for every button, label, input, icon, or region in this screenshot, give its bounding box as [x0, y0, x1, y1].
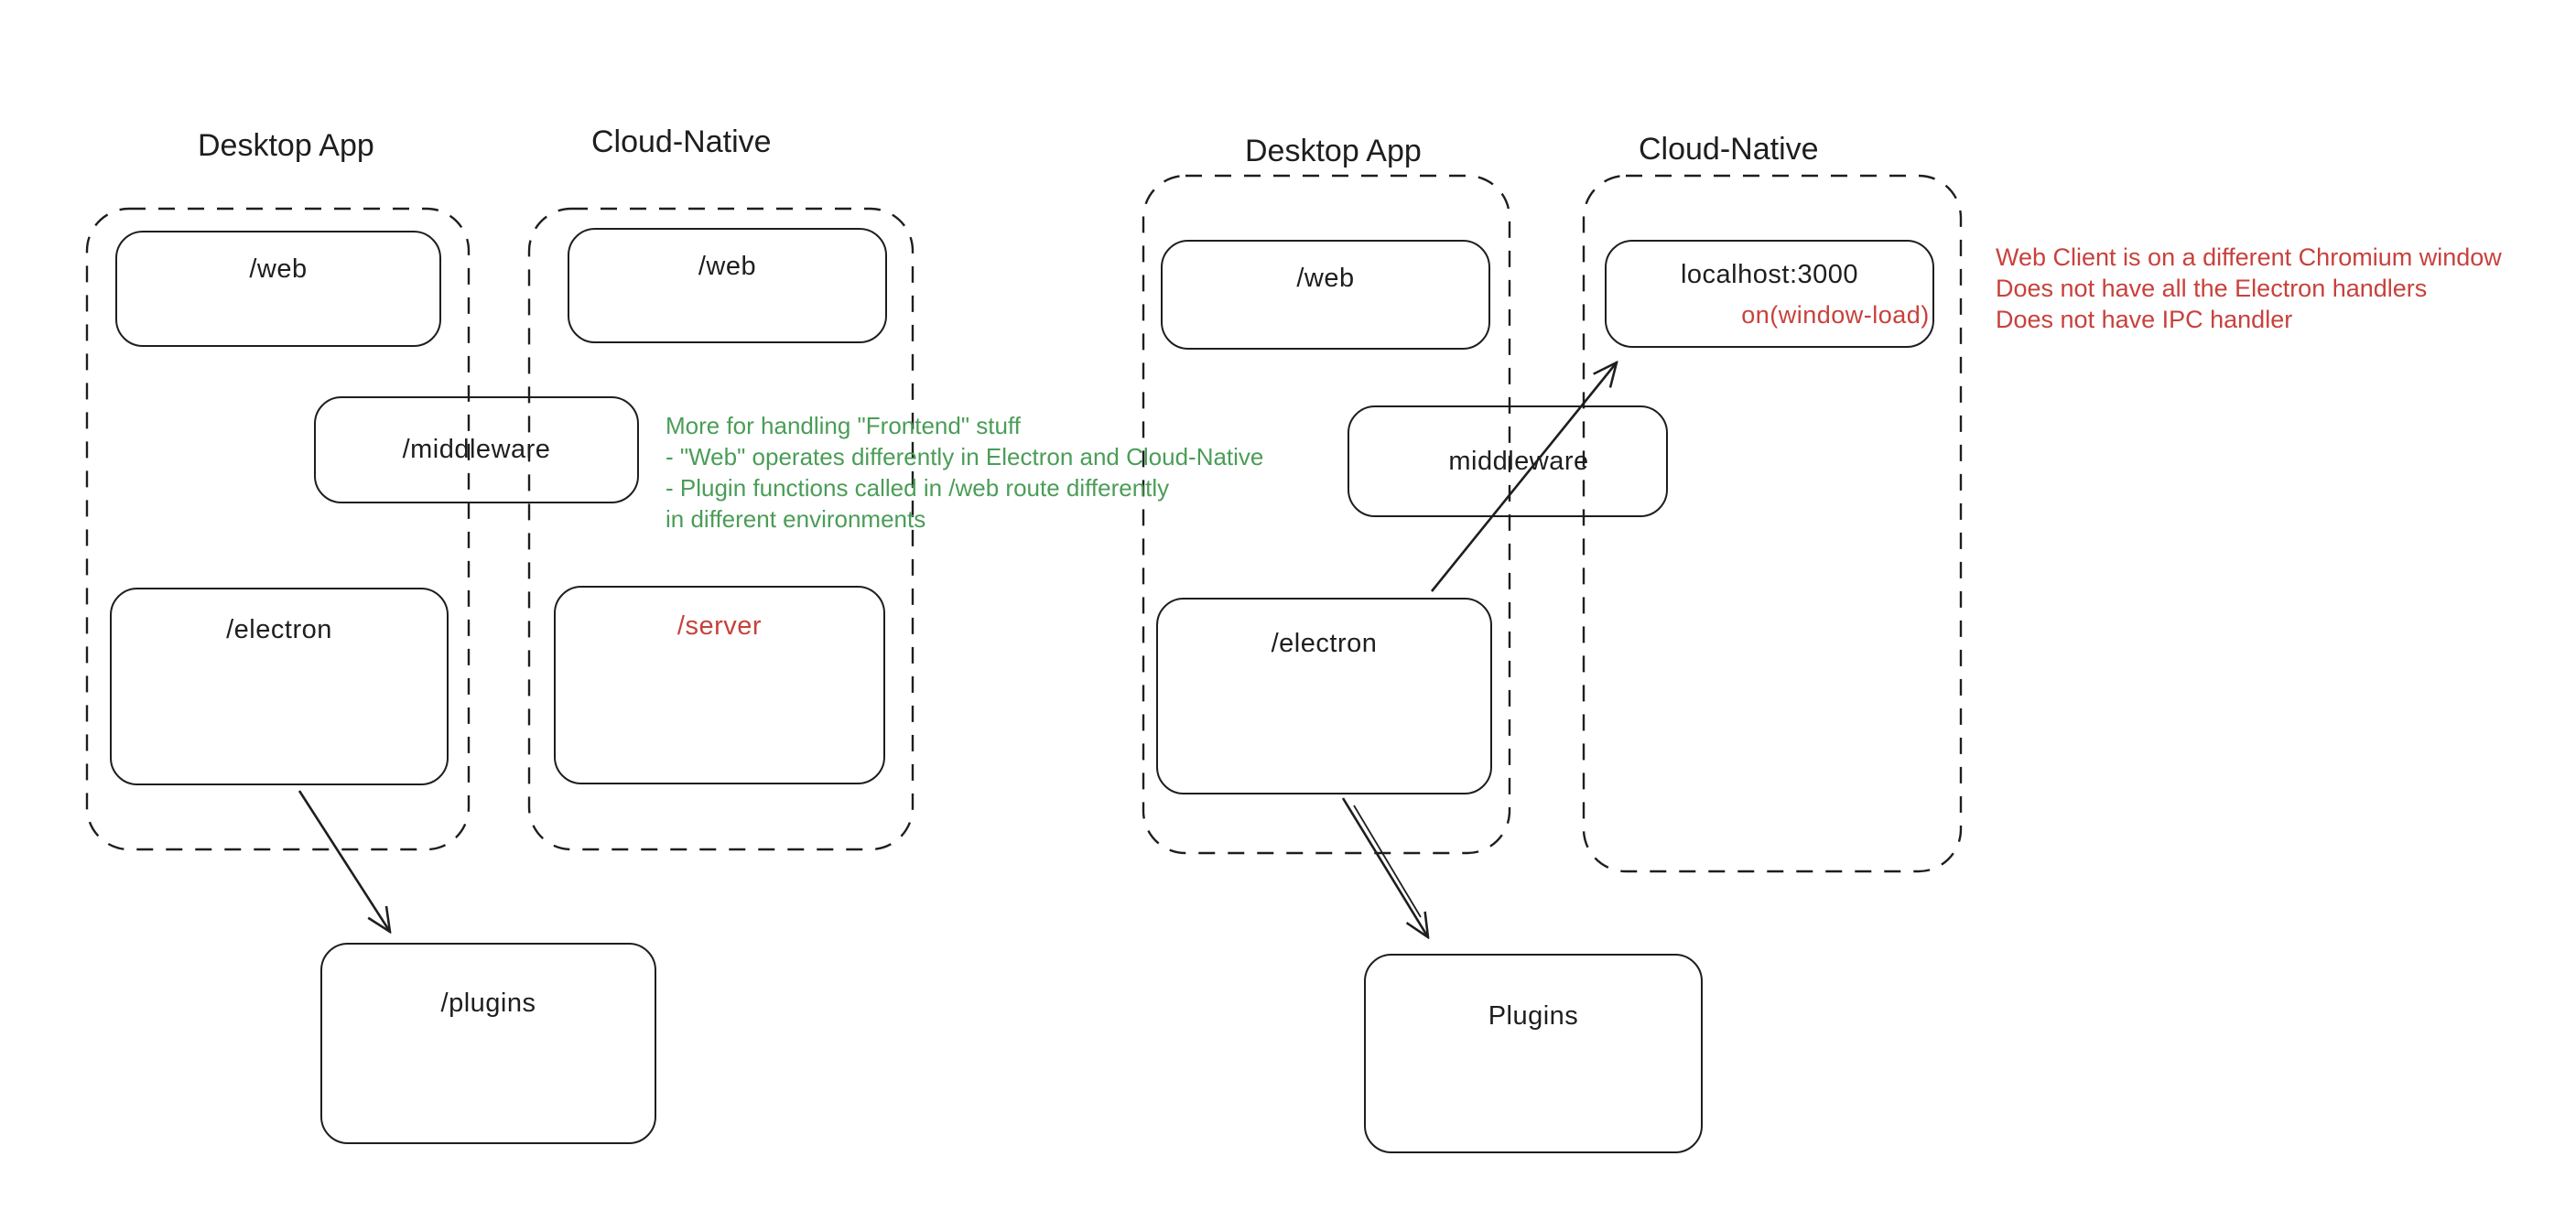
right-localhost-box: localhost:3000 on(window-load)	[1605, 240, 1934, 348]
left-web-cloud-label: /web	[698, 252, 757, 281]
right-localhost-label: localhost:3000	[1680, 260, 1859, 289]
red-note-line-1: Web Client is on a different Chromium wi…	[1996, 243, 2502, 271]
right-middleware-box: middleware	[1348, 405, 1668, 517]
left-cloud-native-title: Cloud-Native	[591, 124, 772, 159]
left-desktop-app-container	[85, 207, 471, 851]
left-electron-label: /electron	[226, 615, 332, 644]
green-note-line-1: More for handling "Frontend" stuff	[666, 412, 1021, 439]
right-plugins-label: Plugins	[1488, 1001, 1579, 1031]
left-web-cloud-box: /web	[568, 228, 887, 343]
left-server-label: /server	[676, 611, 763, 641]
red-note-line-3: Does not have IPC handler	[1996, 306, 2293, 333]
left-web-desktop-box: /web	[115, 231, 441, 347]
left-plugins-label: /plugins	[440, 989, 536, 1018]
green-note-line-2: - "Web" operates differently in Electron…	[666, 443, 1264, 470]
right-cloud-native-title: Cloud-Native	[1639, 132, 1819, 167]
right-desktop-app-title: Desktop App	[1245, 134, 1422, 168]
red-note-line-2: Does not have all the Electron handlers	[1996, 275, 2428, 302]
left-web-desktop-label: /web	[249, 254, 308, 284]
right-middleware-label: middleware	[1448, 446, 1589, 476]
left-middleware-box: /middleware	[314, 396, 639, 503]
left-plugins-box: /plugins	[320, 943, 656, 1144]
right-window-load-label: on(window-load)	[1741, 301, 1930, 329]
right-web-box: /web	[1161, 240, 1490, 350]
left-cloud-native-container	[527, 207, 915, 851]
left-middleware-label: /middleware	[402, 435, 551, 464]
left-server-box: /server	[554, 586, 885, 784]
right-electron-box: /electron	[1156, 598, 1492, 794]
right-electron-label: /electron	[1271, 629, 1378, 658]
right-plugins-box: Plugins	[1364, 954, 1703, 1153]
green-note-line-4: in different environments	[666, 505, 926, 533]
left-desktop-app-title: Desktop App	[198, 128, 374, 163]
green-note-line-3: - Plugin functions called in /web route …	[666, 474, 1170, 502]
right-web-label: /web	[1296, 264, 1355, 293]
left-electron-box: /electron	[110, 588, 449, 785]
